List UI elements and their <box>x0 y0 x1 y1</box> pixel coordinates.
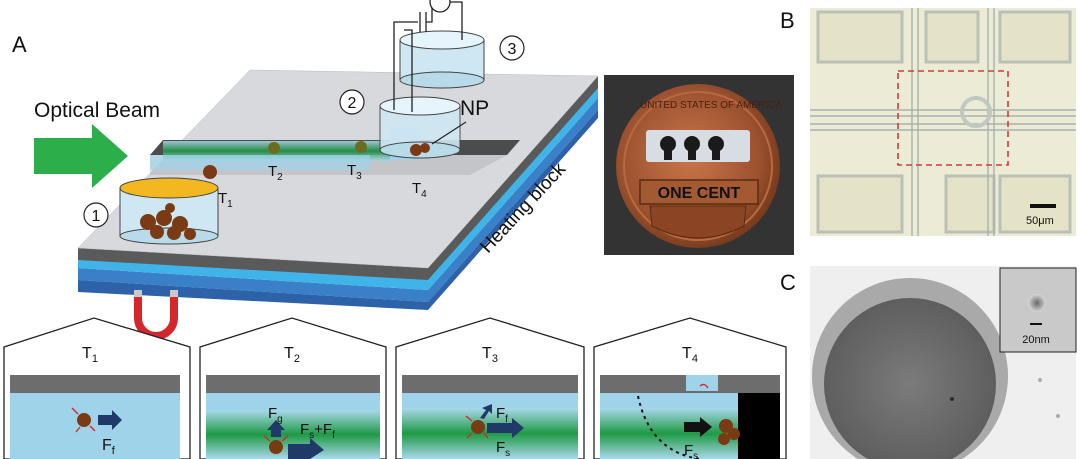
inset-t2-force-g: Fg <box>268 405 283 425</box>
inset-t3 <box>395 317 585 459</box>
reservoir-3-number: 3 <box>499 35 525 61</box>
reservoir-2 <box>379 96 461 159</box>
scale-bar-b: 50μm <box>1026 215 1054 227</box>
coin-top-text: UNITED STATES OF AMERICA <box>640 100 782 111</box>
particle-t1 <box>203 165 217 179</box>
panel-label-a: A <box>12 32 27 57</box>
panel-label-c: C <box>780 270 796 295</box>
particle-t2 <box>268 142 280 154</box>
np-label: NP <box>460 97 489 120</box>
svg-text:3: 3 <box>508 41 517 58</box>
inset-t4-title: T4 <box>682 345 698 365</box>
reservoir-2-number: 2 <box>339 89 365 115</box>
reservoir-3 <box>399 30 485 89</box>
particle-t3 <box>355 141 367 153</box>
reservoir-1 <box>119 177 219 245</box>
t4-label: T4 <box>412 180 427 200</box>
inset-t4 <box>593 317 787 459</box>
inset-t1 <box>3 317 191 459</box>
np-pointer <box>431 121 467 145</box>
micrograph-b <box>810 8 1076 236</box>
inset-t3-force-f: Ff <box>496 405 508 425</box>
magnet-icon <box>134 290 178 340</box>
t2-label: T2 <box>268 163 283 183</box>
inset-t1-force: Ff <box>102 437 116 457</box>
electrode-wires <box>393 0 463 112</box>
inset-t3-force-s: Fs <box>496 439 510 459</box>
panel-label-b: B <box>780 8 795 33</box>
t3-label: T3 <box>347 162 362 182</box>
inset-t2-title: T2 <box>284 345 300 365</box>
inset-t1-title: T1 <box>82 345 98 365</box>
coin-bottom-text: ONE CENT <box>658 185 741 202</box>
inset-t2-force-sum: Fs+Ff <box>300 421 335 441</box>
scale-bar-c-inset: 20nm <box>1022 334 1050 346</box>
optical-beam-arrow <box>34 124 128 188</box>
svg-text:1: 1 <box>92 208 101 225</box>
t1-label: T1 <box>218 190 233 210</box>
reservoir-1-number: 1 <box>83 202 109 228</box>
inset-t4-force-s: Fs <box>684 442 698 459</box>
inset-t3-title: T3 <box>482 345 498 365</box>
heating-block <box>78 86 598 310</box>
micrograph-c <box>810 266 1077 459</box>
inset-t2 <box>199 317 387 459</box>
penny-photo: UNITED STATES OF AMERICA ONE CENT <box>604 75 794 255</box>
svg-text:2: 2 <box>348 95 357 112</box>
optical-beam-label: Optical Beam <box>34 99 160 122</box>
